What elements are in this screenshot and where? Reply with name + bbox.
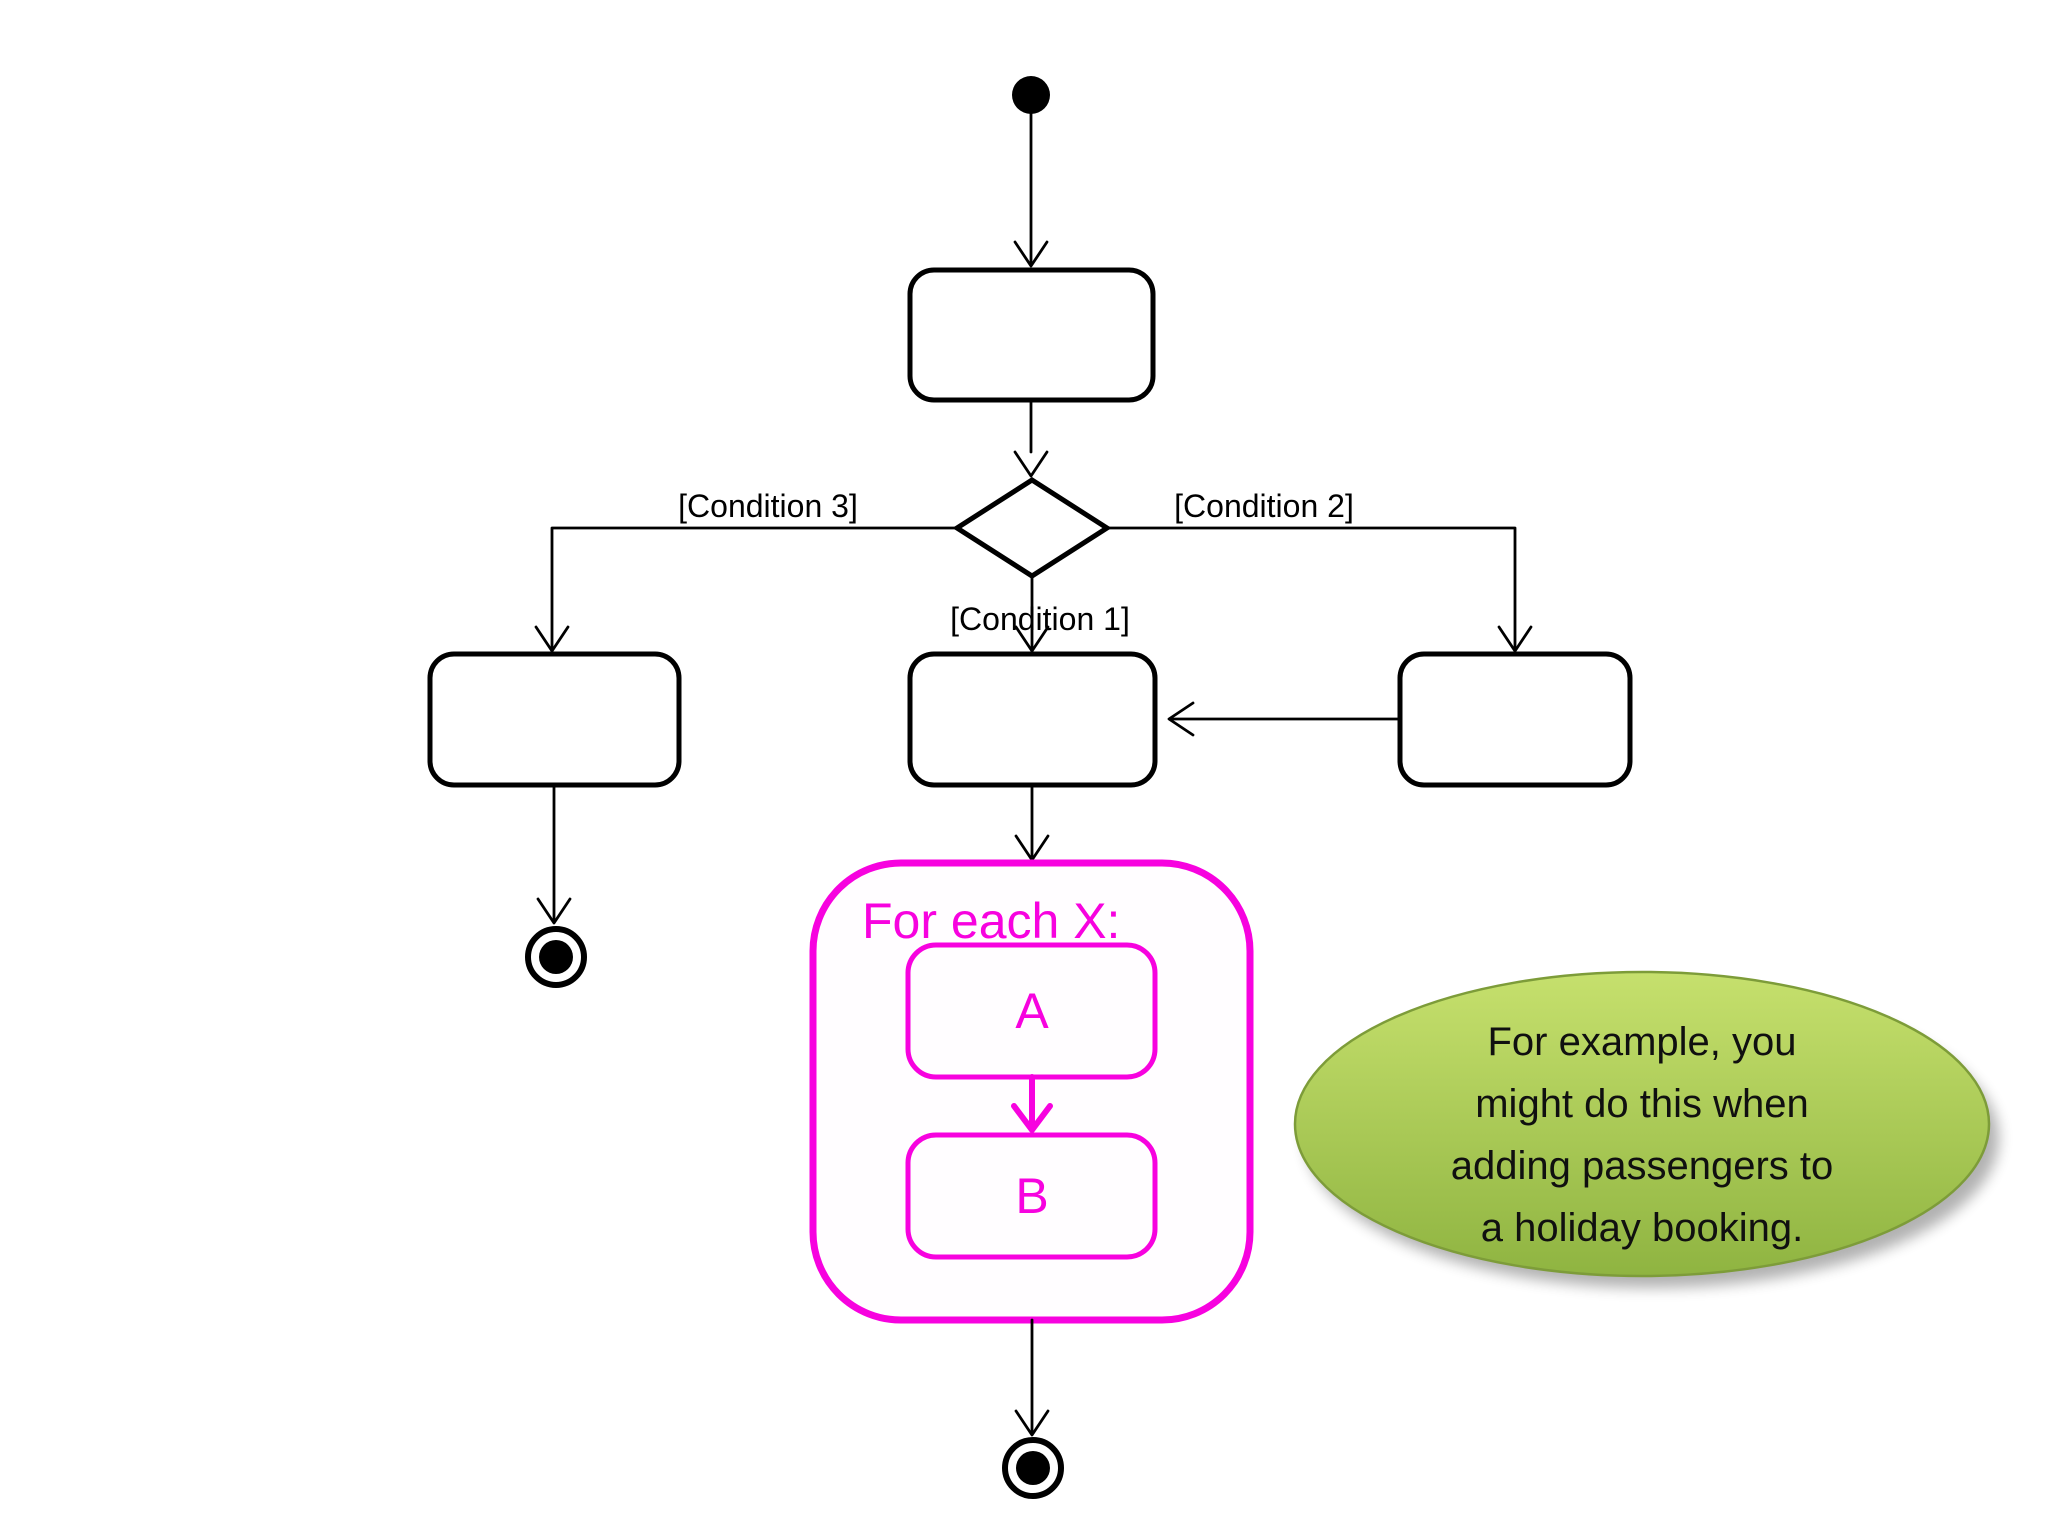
edge-line	[550, 526, 959, 650]
initial-node	[1012, 76, 1050, 114]
condition2-label: [Condition 2]	[1174, 488, 1354, 524]
callout-line-3: adding passengers to	[1451, 1144, 1834, 1188]
edge-right-to-center	[1167, 701, 1402, 737]
arrowhead-left-icon	[1167, 701, 1195, 737]
condition1-label: [Condition 1]	[950, 601, 1130, 637]
callout-line-4: a holiday booking.	[1481, 1206, 1803, 1250]
arrowhead-down-icon	[534, 625, 570, 653]
edge-left-to-final1	[536, 783, 572, 925]
loop-step-b-node	[905, 1132, 1158, 1260]
action-node-top	[907, 267, 1156, 403]
edge-loop-to-final2	[1014, 1318, 1050, 1437]
edge-condition3-branch	[534, 526, 959, 653]
action-node-left	[427, 651, 682, 788]
edge-a-to-b	[1011, 1074, 1053, 1133]
edge-center-to-loop	[1014, 783, 1050, 862]
arrowhead-down-icon	[536, 897, 572, 925]
arrowhead-down-icon	[1013, 240, 1049, 268]
callout-line-2: might do this when	[1475, 1082, 1809, 1126]
action-node-center	[907, 651, 1158, 788]
arrowhead-down-icon	[1013, 450, 1049, 478]
final-node-left	[525, 926, 587, 988]
callout-line-1: For example, you	[1487, 1020, 1796, 1064]
edge-initial-to-action1	[1013, 112, 1049, 268]
edge-condition2-branch	[1105, 526, 1533, 653]
edge-action1-to-decision	[1013, 398, 1049, 478]
final-node-bottom	[1002, 1437, 1064, 1499]
loop-region: For each X: A B	[809, 859, 1254, 1324]
loop-step-a-label: A	[1015, 983, 1049, 1039]
final-node-dot	[539, 940, 573, 974]
loop-region-title: For each X:	[862, 893, 1120, 949]
edge-condition1-branch	[1014, 574, 1050, 653]
final-node-dot	[1016, 1451, 1050, 1485]
arrowhead-down-icon	[1014, 1409, 1050, 1437]
arrowhead-down-icon	[1497, 625, 1533, 653]
arrowhead-down-icon	[1011, 1103, 1053, 1133]
edge-line	[1105, 526, 1517, 650]
action-node-right	[1397, 651, 1633, 788]
arrowhead-down-icon	[1014, 625, 1050, 653]
loop-step-b-label: B	[1015, 1168, 1048, 1224]
condition3-label: [Condition 3]	[678, 488, 858, 524]
callout-ellipse	[1293, 970, 1991, 1278]
example-callout: For example, you might do this when addi…	[1293, 970, 1999, 1288]
decision-diamond	[952, 477, 1112, 579]
